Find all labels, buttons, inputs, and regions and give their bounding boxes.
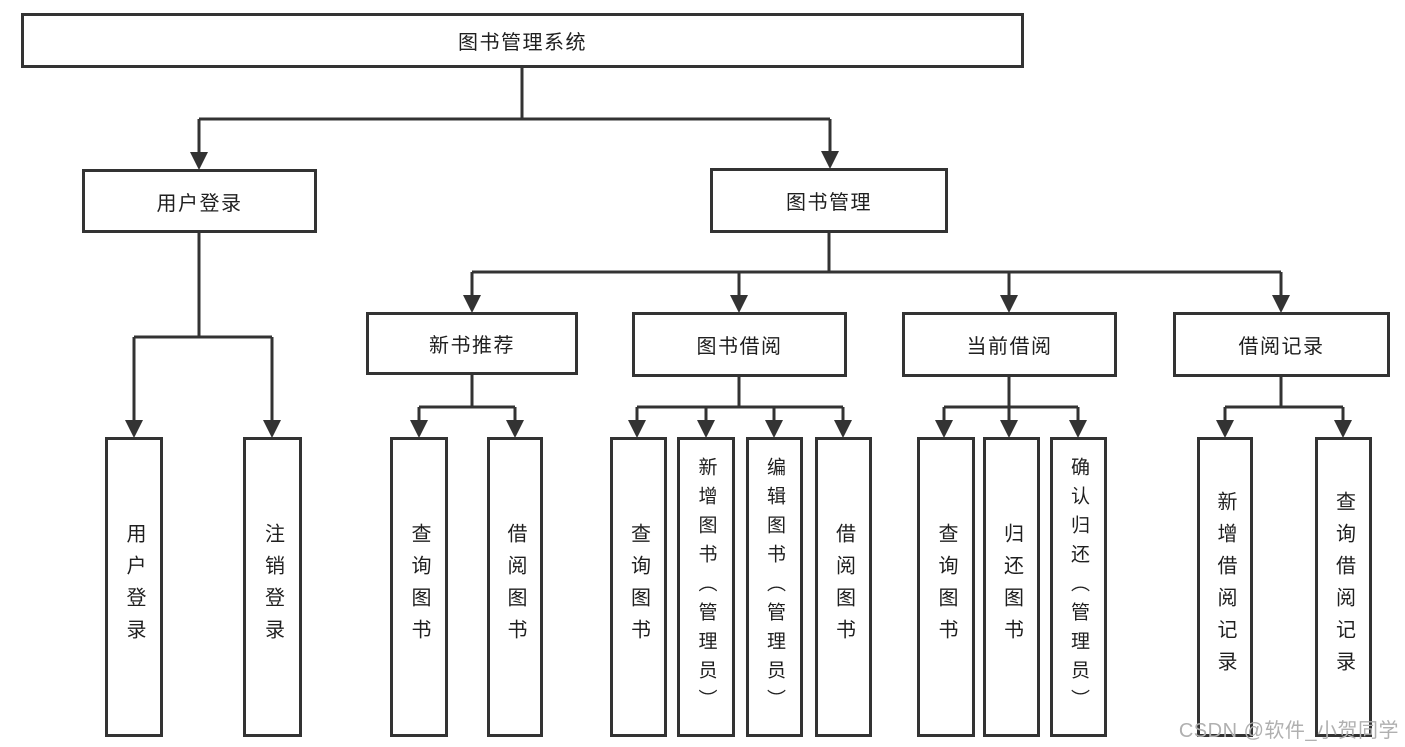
node-book-borrow: 图书借阅: [632, 312, 847, 377]
arrowhead: [935, 420, 953, 438]
arrowhead: [463, 295, 481, 313]
node-br-query-record-label: 查询借阅记录: [1332, 491, 1355, 683]
arrowhead: [821, 151, 839, 169]
node-login: 用户登录: [105, 437, 163, 737]
node-bb-edit-books: 编辑图书（管理员）: [746, 437, 803, 737]
node-bb-edit-books-label: 编辑图书（管理员）: [764, 456, 785, 718]
node-current-borrow-label: 当前借阅: [966, 336, 1053, 358]
node-user-login-label: 用户登录: [156, 192, 243, 215]
node-borrow-records: 借阅记录: [1173, 312, 1390, 377]
node-cb-return-books-label: 归还图书: [1000, 523, 1023, 651]
node-br-add-record-label: 新增借阅记录: [1214, 491, 1236, 683]
arrowhead: [506, 420, 524, 438]
node-bb-borrow-books-label: 借阅图书: [832, 523, 855, 651]
node-current-borrow: 当前借阅: [902, 312, 1117, 377]
node-login-label: 用户登录: [123, 523, 145, 651]
arrowhead: [1000, 295, 1018, 313]
arrowhead: [628, 420, 646, 438]
node-logout: 注销登录: [243, 437, 302, 737]
node-borrow-records-label: 借阅记录: [1238, 336, 1325, 358]
edge-user-login-children: [125, 233, 281, 438]
node-br-add-record: 新增借阅记录: [1197, 437, 1253, 737]
arrowhead: [730, 295, 748, 313]
node-rec-query-books-label: 查询图书: [408, 523, 430, 651]
node-new-book-rec-label: 新书推荐: [429, 335, 515, 357]
node-cb-confirm-return: 确认归还（管理员）: [1050, 437, 1107, 737]
node-bb-query-books-label: 查询图书: [627, 523, 650, 651]
node-cb-query-books: 查询图书: [917, 437, 975, 737]
arrowhead: [125, 420, 143, 438]
node-bb-add-books: 新增图书（管理员）: [677, 437, 735, 737]
edge-current-borrow-children: [935, 377, 1087, 438]
csdn-watermark: CSDN @软件_小贺同学: [1178, 720, 1399, 742]
node-book-borrow-label: 图书借阅: [696, 336, 783, 358]
node-rec-borrow-books-label: 借阅图书: [504, 523, 526, 651]
node-root: 图书管理系统: [21, 13, 1024, 68]
node-br-query-record: 查询借阅记录: [1315, 437, 1372, 737]
arrowhead: [410, 420, 428, 438]
node-cb-query-books-label: 查询图书: [935, 523, 957, 651]
edge-new-book-rec-children: [410, 375, 524, 438]
arrowhead: [765, 420, 783, 438]
edge-book-mgmt-children: [463, 233, 1290, 313]
arrowhead: [190, 152, 208, 170]
node-logout-label: 注销登录: [261, 523, 284, 651]
node-new-book-rec: 新书推荐: [366, 312, 578, 375]
node-cb-confirm-return-label: 确认归还（管理员）: [1068, 456, 1089, 718]
arrowhead: [1216, 420, 1234, 438]
node-bb-query-books: 查询图书: [610, 437, 667, 737]
arrowhead: [263, 420, 281, 438]
edge-borrow-records-children: [1216, 377, 1352, 438]
arrowhead: [1069, 420, 1087, 438]
node-root-label: 图书管理系统: [458, 32, 587, 54]
arrowhead: [1334, 420, 1352, 438]
node-user-login: 用户登录: [82, 169, 317, 233]
node-book-mgmt: 图书管理: [710, 168, 948, 233]
node-book-mgmt-label: 图书管理: [786, 192, 872, 214]
node-rec-borrow-books: 借阅图书: [487, 437, 543, 737]
arrowhead: [1000, 420, 1018, 438]
edge-book-borrow-children: [628, 377, 852, 438]
node-bb-borrow-books: 借阅图书: [815, 437, 872, 737]
node-cb-return-books: 归还图书: [983, 437, 1040, 737]
node-bb-add-books-label: 新增图书（管理员）: [695, 456, 717, 718]
node-rec-query-books: 查询图书: [390, 437, 448, 737]
arrowhead: [697, 420, 715, 438]
edge-root-to-level1: [190, 68, 839, 170]
arrowhead: [1272, 295, 1290, 313]
arrowhead: [834, 420, 852, 438]
